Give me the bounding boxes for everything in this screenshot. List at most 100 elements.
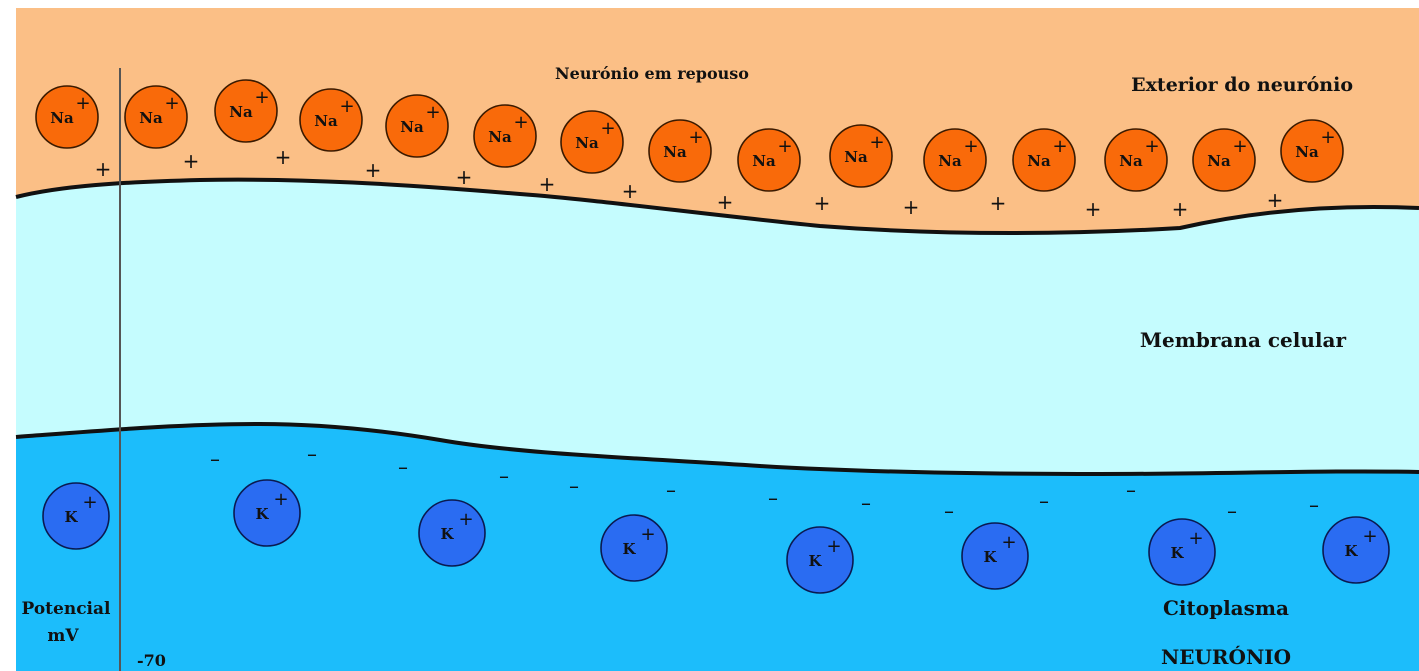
positive-charge-9: + bbox=[814, 191, 831, 215]
positive-charge-11: + bbox=[990, 191, 1007, 215]
k-ion-5: K+ bbox=[786, 526, 854, 594]
k-ion-8-circle bbox=[1322, 516, 1390, 584]
k-ion-4: K+ bbox=[600, 514, 668, 582]
na-ion-5-circle bbox=[385, 94, 449, 158]
na-ion-7-charge: + bbox=[600, 118, 615, 139]
na-ion-3-circle bbox=[214, 79, 278, 143]
na-ion-15: Na+ bbox=[1280, 119, 1344, 183]
negative-charge-9: – bbox=[944, 499, 954, 523]
potential-value: -70 bbox=[137, 651, 166, 670]
na-ion-5-symbol: Na bbox=[400, 118, 424, 136]
na-ion-1: Na+ bbox=[35, 85, 99, 149]
negative-charge-13: – bbox=[1309, 493, 1319, 517]
na-ion-8-charge: + bbox=[688, 127, 703, 148]
na-ion-13-circle bbox=[1104, 128, 1168, 192]
negative-charge-1: – bbox=[210, 447, 220, 471]
positive-charge-7: + bbox=[622, 179, 639, 203]
positive-charge-4: + bbox=[365, 158, 382, 182]
na-ion-13: Na+ bbox=[1104, 128, 1168, 192]
k-ion-4-symbol: K bbox=[622, 540, 636, 558]
inner-membrane-line bbox=[15, 421, 1419, 477]
na-ion-2: Na+ bbox=[124, 85, 188, 149]
negative-charge-3: – bbox=[398, 455, 408, 479]
neuron-label: NEURÓNIO bbox=[1161, 644, 1291, 669]
na-ion-9-circle bbox=[737, 128, 801, 192]
na-ion-12: Na+ bbox=[1012, 128, 1076, 192]
negative-charge-2: – bbox=[307, 442, 317, 466]
na-ion-12-circle bbox=[1012, 128, 1076, 192]
k-ion-2-circle bbox=[233, 479, 301, 547]
positive-charge-14: + bbox=[1267, 188, 1284, 212]
k-ion-5-charge: + bbox=[826, 536, 841, 557]
na-ion-13-charge: + bbox=[1144, 136, 1159, 157]
na-ion-8-symbol: Na bbox=[663, 143, 687, 161]
na-ion-12-symbol: Na bbox=[1027, 152, 1051, 170]
membrane-region bbox=[16, 179, 1419, 474]
na-ion-15-charge: + bbox=[1320, 127, 1335, 148]
negative-charge-5: – bbox=[569, 474, 579, 498]
outer-membrane-line bbox=[15, 177, 1419, 235]
k-ion-6-circle bbox=[961, 522, 1029, 590]
k-ion-3-charge: + bbox=[458, 509, 473, 530]
membrane-label: Membrana celular bbox=[1140, 328, 1347, 352]
na-ion-4-symbol: Na bbox=[314, 112, 338, 130]
na-ion-1-charge: + bbox=[75, 93, 90, 114]
k-ion-6: K+ bbox=[961, 522, 1029, 590]
na-ion-10-circle bbox=[829, 124, 893, 188]
k-ion-8: K+ bbox=[1322, 516, 1390, 584]
na-ion-3: Na+ bbox=[214, 79, 278, 143]
na-ion-11-circle bbox=[923, 128, 987, 192]
na-ion-9-charge: + bbox=[777, 136, 792, 157]
positive-charge-10: + bbox=[903, 195, 920, 219]
k-ion-7-charge: + bbox=[1188, 528, 1203, 549]
positive-charge-12: + bbox=[1085, 197, 1102, 221]
na-ion-10-symbol: Na bbox=[844, 148, 868, 166]
k-ion-2-symbol: K bbox=[255, 505, 269, 523]
charges-layer: ++++++++++++++––––––––––––– bbox=[95, 145, 1319, 523]
na-ion-6-symbol: Na bbox=[488, 128, 512, 146]
na-ion-11-symbol: Na bbox=[938, 152, 962, 170]
k-ion-3-circle bbox=[418, 499, 486, 567]
k-ion-2-charge: + bbox=[273, 489, 288, 510]
negative-charge-6: – bbox=[666, 478, 676, 502]
na-ion-14: Na+ bbox=[1192, 128, 1256, 192]
na-ion-11-charge: + bbox=[963, 136, 978, 157]
na-ion-5-charge: + bbox=[425, 102, 440, 123]
positive-charge-3: + bbox=[275, 145, 292, 169]
na-ion-14-circle bbox=[1192, 128, 1256, 192]
positive-charge-1: + bbox=[95, 157, 112, 181]
k-ion-8-symbol: K bbox=[1344, 542, 1358, 560]
na-ion-3-charge: + bbox=[254, 87, 269, 108]
negative-charge-8: – bbox=[861, 491, 871, 515]
k-ion-8-charge: + bbox=[1362, 526, 1377, 547]
k-ion-6-symbol: K bbox=[983, 548, 997, 566]
na-ion-7: Na+ bbox=[560, 110, 624, 174]
na-ion-1-circle bbox=[35, 85, 99, 149]
potential-unit-label: mV bbox=[47, 626, 79, 646]
k-ion-1-symbol: K bbox=[64, 508, 78, 526]
na-ion-6-charge: + bbox=[513, 112, 528, 133]
na-ion-4-charge: + bbox=[339, 96, 354, 117]
na-ion-10: Na+ bbox=[829, 124, 893, 188]
exterior-label: Exterior do neurónio bbox=[1131, 74, 1353, 96]
na-ion-1-symbol: Na bbox=[50, 109, 74, 127]
negative-charge-4: – bbox=[499, 464, 509, 488]
k-ion-6-charge: + bbox=[1001, 532, 1016, 553]
k-ion-3-symbol: K bbox=[440, 525, 454, 543]
k-ion-5-circle bbox=[786, 526, 854, 594]
k-ion-5-symbol: K bbox=[808, 552, 822, 570]
positive-charge-6: + bbox=[539, 172, 556, 196]
negative-charge-10: – bbox=[1039, 489, 1049, 513]
positive-charge-13: + bbox=[1172, 197, 1189, 221]
k-ion-2: K+ bbox=[233, 479, 301, 547]
na-ion-6-circle bbox=[473, 104, 537, 168]
na-ion-2-symbol: Na bbox=[139, 109, 163, 127]
na-ion-5: Na+ bbox=[385, 94, 449, 158]
positive-charge-8: + bbox=[717, 190, 734, 214]
na-ion-2-circle bbox=[124, 85, 188, 149]
positive-charge-2: + bbox=[183, 149, 200, 173]
na-ion-8-circle bbox=[648, 119, 712, 183]
diagram-title: Neurónio em repouso bbox=[555, 64, 749, 83]
